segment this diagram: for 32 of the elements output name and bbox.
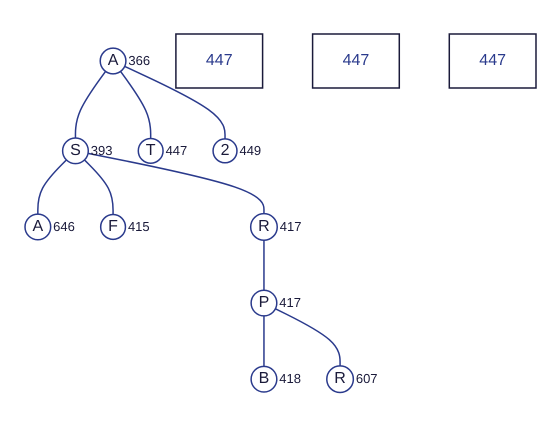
node-value: 393: [90, 142, 112, 158]
node-circle: B: [250, 365, 278, 393]
connector: [74, 70, 106, 138]
node-value: 417: [280, 218, 302, 234]
node-circle: 2: [212, 138, 238, 164]
node-value: 417: [279, 294, 301, 310]
connector: [124, 65, 226, 139]
connector: [274, 308, 340, 366]
node-value: 607: [356, 370, 378, 386]
connector: [262, 240, 264, 290]
node-circle: A: [98, 47, 126, 74]
node-box: 447: [311, 33, 400, 89]
connector: [262, 316, 264, 366]
node-value: 415: [128, 218, 150, 234]
node-value: 418: [279, 370, 301, 386]
node-value: 646: [53, 218, 75, 234]
node-circle: R: [326, 364, 354, 393]
node-circle: A: [24, 213, 51, 240]
node-circle: S: [61, 137, 89, 164]
connector: [83, 159, 114, 214]
node-box: 447: [174, 33, 263, 89]
node-circle: R: [249, 212, 278, 241]
connector: [87, 152, 264, 214]
node-box: 447: [448, 33, 536, 89]
node-circle: F: [99, 214, 126, 240]
node-circle: P: [250, 289, 278, 316]
node-value: 366: [128, 52, 150, 68]
node-value: 449: [239, 142, 262, 158]
node-value: 447: [166, 142, 188, 158]
connector: [36, 159, 66, 214]
node-circle: T: [137, 137, 164, 164]
connector: [119, 70, 151, 138]
